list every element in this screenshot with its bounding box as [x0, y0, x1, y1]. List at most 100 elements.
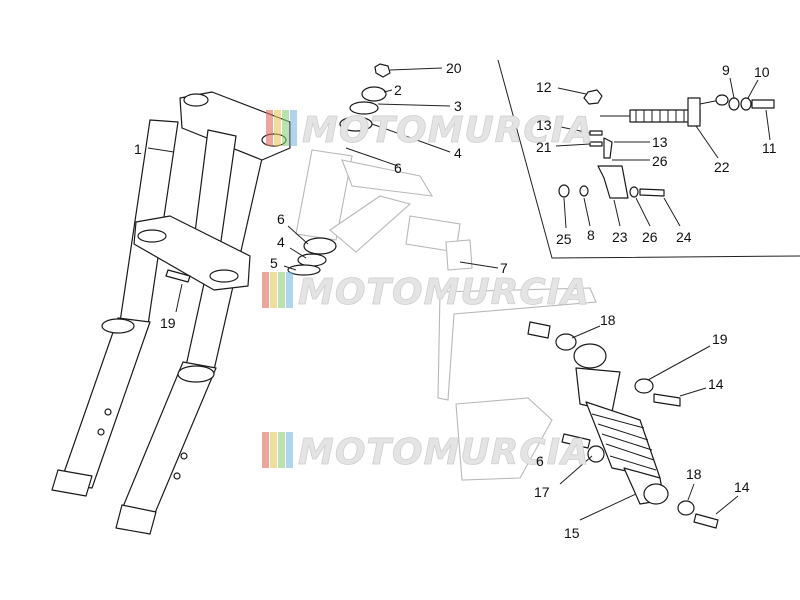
leader-23 [613, 199, 621, 227]
shock-lower-washer [677, 500, 695, 516]
leader-18a [571, 325, 601, 339]
damper-bracket [597, 165, 629, 199]
damper-washer-2 [629, 186, 639, 198]
fork-small-bracket [165, 269, 191, 283]
leader-20 [389, 67, 443, 71]
frame-head-tube [295, 149, 353, 241]
leader-8 [583, 197, 591, 227]
leader-25 [563, 197, 567, 229]
callout-13: 13 [652, 134, 668, 150]
front-fork-assembly [51, 91, 291, 535]
callout-24: 24 [676, 229, 692, 245]
callout-18: 18 [600, 312, 616, 328]
callout-20: 20 [446, 60, 462, 76]
callout-23: 23 [612, 229, 628, 245]
leader-17 [559, 455, 593, 485]
callout-2: 2 [394, 82, 402, 98]
leader-7 [459, 261, 499, 269]
fork-right-slider [119, 361, 217, 521]
callout-6: 6 [536, 453, 544, 469]
frame-top-tube [341, 159, 434, 197]
leader-9 [729, 77, 735, 99]
callout-labels: 20 2 3 4 1 6 6 4 5 7 19 12 9 10 11 13 13… [134, 60, 777, 541]
fork-right-foot [115, 504, 157, 535]
damper-end-block [687, 97, 701, 127]
leader-15 [579, 493, 637, 521]
callout-14: 14 [708, 376, 724, 392]
frame-head-assembly [287, 63, 597, 481]
leader-21 [555, 143, 591, 147]
steering-ring-nut [361, 86, 387, 102]
shock-spring [585, 401, 661, 479]
leader-13a [555, 125, 591, 134]
watermark-logo: MOTOMURCIA [262, 432, 590, 473]
leader-lines [147, 67, 771, 521]
fork-left-bolt-hole [104, 408, 112, 416]
callout-7: 7 [500, 260, 508, 276]
shock-upper-spacer [527, 321, 551, 339]
leader-2 [383, 89, 393, 93]
damper-body-knurl [635, 110, 693, 122]
damper-bracket-nut [558, 184, 570, 198]
callout-10: 10 [754, 64, 770, 80]
callout-1: 1 [134, 141, 142, 157]
callout-18: 18 [686, 466, 702, 482]
fork-right-bolt-hole [180, 452, 188, 460]
callout-6: 6 [394, 160, 402, 176]
watermark-group: MOTOMURCIA MOTOMURCIA MOTOMURCIA [262, 110, 594, 473]
callout-26: 26 [652, 153, 668, 169]
damper-pin [603, 137, 613, 159]
leader-10 [747, 79, 759, 99]
leader-22 [695, 125, 719, 159]
damper-nut [583, 89, 603, 105]
callout-13: 13 [536, 117, 552, 133]
fork-right-seal [177, 365, 215, 383]
frame-down-tube [329, 195, 412, 253]
leader-3 [377, 103, 451, 107]
svg-text:MOTOMURCIA: MOTOMURCIA [298, 272, 590, 313]
callout-4: 4 [454, 145, 462, 161]
leader-18b [687, 483, 695, 501]
shock-lower-eye [643, 483, 669, 505]
callout-22: 22 [714, 159, 730, 175]
frame-rear-subframe [437, 287, 597, 401]
leader-14a [679, 387, 707, 397]
shock-lower-pin [561, 433, 591, 449]
callout-15: 15 [564, 525, 580, 541]
callout-3: 3 [454, 98, 462, 114]
damper-bolt [751, 99, 775, 109]
svg-text:MOTOMURCIA: MOTOMURCIA [298, 432, 590, 473]
steering-damper-assembly [497, 59, 800, 259]
shock-side-bolt [653, 393, 681, 407]
shock-upper-eye [573, 343, 607, 369]
lower-steering-bearing [303, 237, 337, 255]
watermark-logo: MOTOMURCIA [266, 110, 594, 151]
callout-8: 8 [587, 227, 595, 243]
shock-lower-bolt [693, 513, 719, 529]
fork-upper-triple-clamp [179, 91, 291, 161]
svg-text:MOTOMURCIA: MOTOMURCIA [302, 110, 594, 151]
fork-right-clamp-boss [209, 269, 239, 283]
callout-6: 6 [277, 211, 285, 227]
leader-12 [557, 87, 587, 95]
steering-stem-nut [374, 63, 391, 78]
shock-lower-spacer [587, 445, 605, 463]
leader-6a [345, 147, 399, 167]
callout-4: 4 [277, 234, 285, 250]
damper-spacer [740, 97, 752, 111]
leader-11 [765, 109, 771, 141]
damper-bracket-bolt [639, 188, 665, 197]
shock-side-washer [634, 378, 654, 394]
fork-left-seal [101, 318, 135, 334]
leader-1 [147, 147, 175, 153]
callout-26: 26 [642, 229, 658, 245]
callout-12: 12 [536, 79, 552, 95]
upper-bearing-washer [349, 101, 379, 115]
leader-5 [283, 265, 297, 271]
damper-bracket-washer [579, 185, 589, 197]
fork-left-cap [183, 93, 209, 107]
damper-washer [728, 97, 740, 111]
leader-14b [715, 495, 739, 515]
watermark-logo: MOTOMURCIA [262, 272, 590, 313]
